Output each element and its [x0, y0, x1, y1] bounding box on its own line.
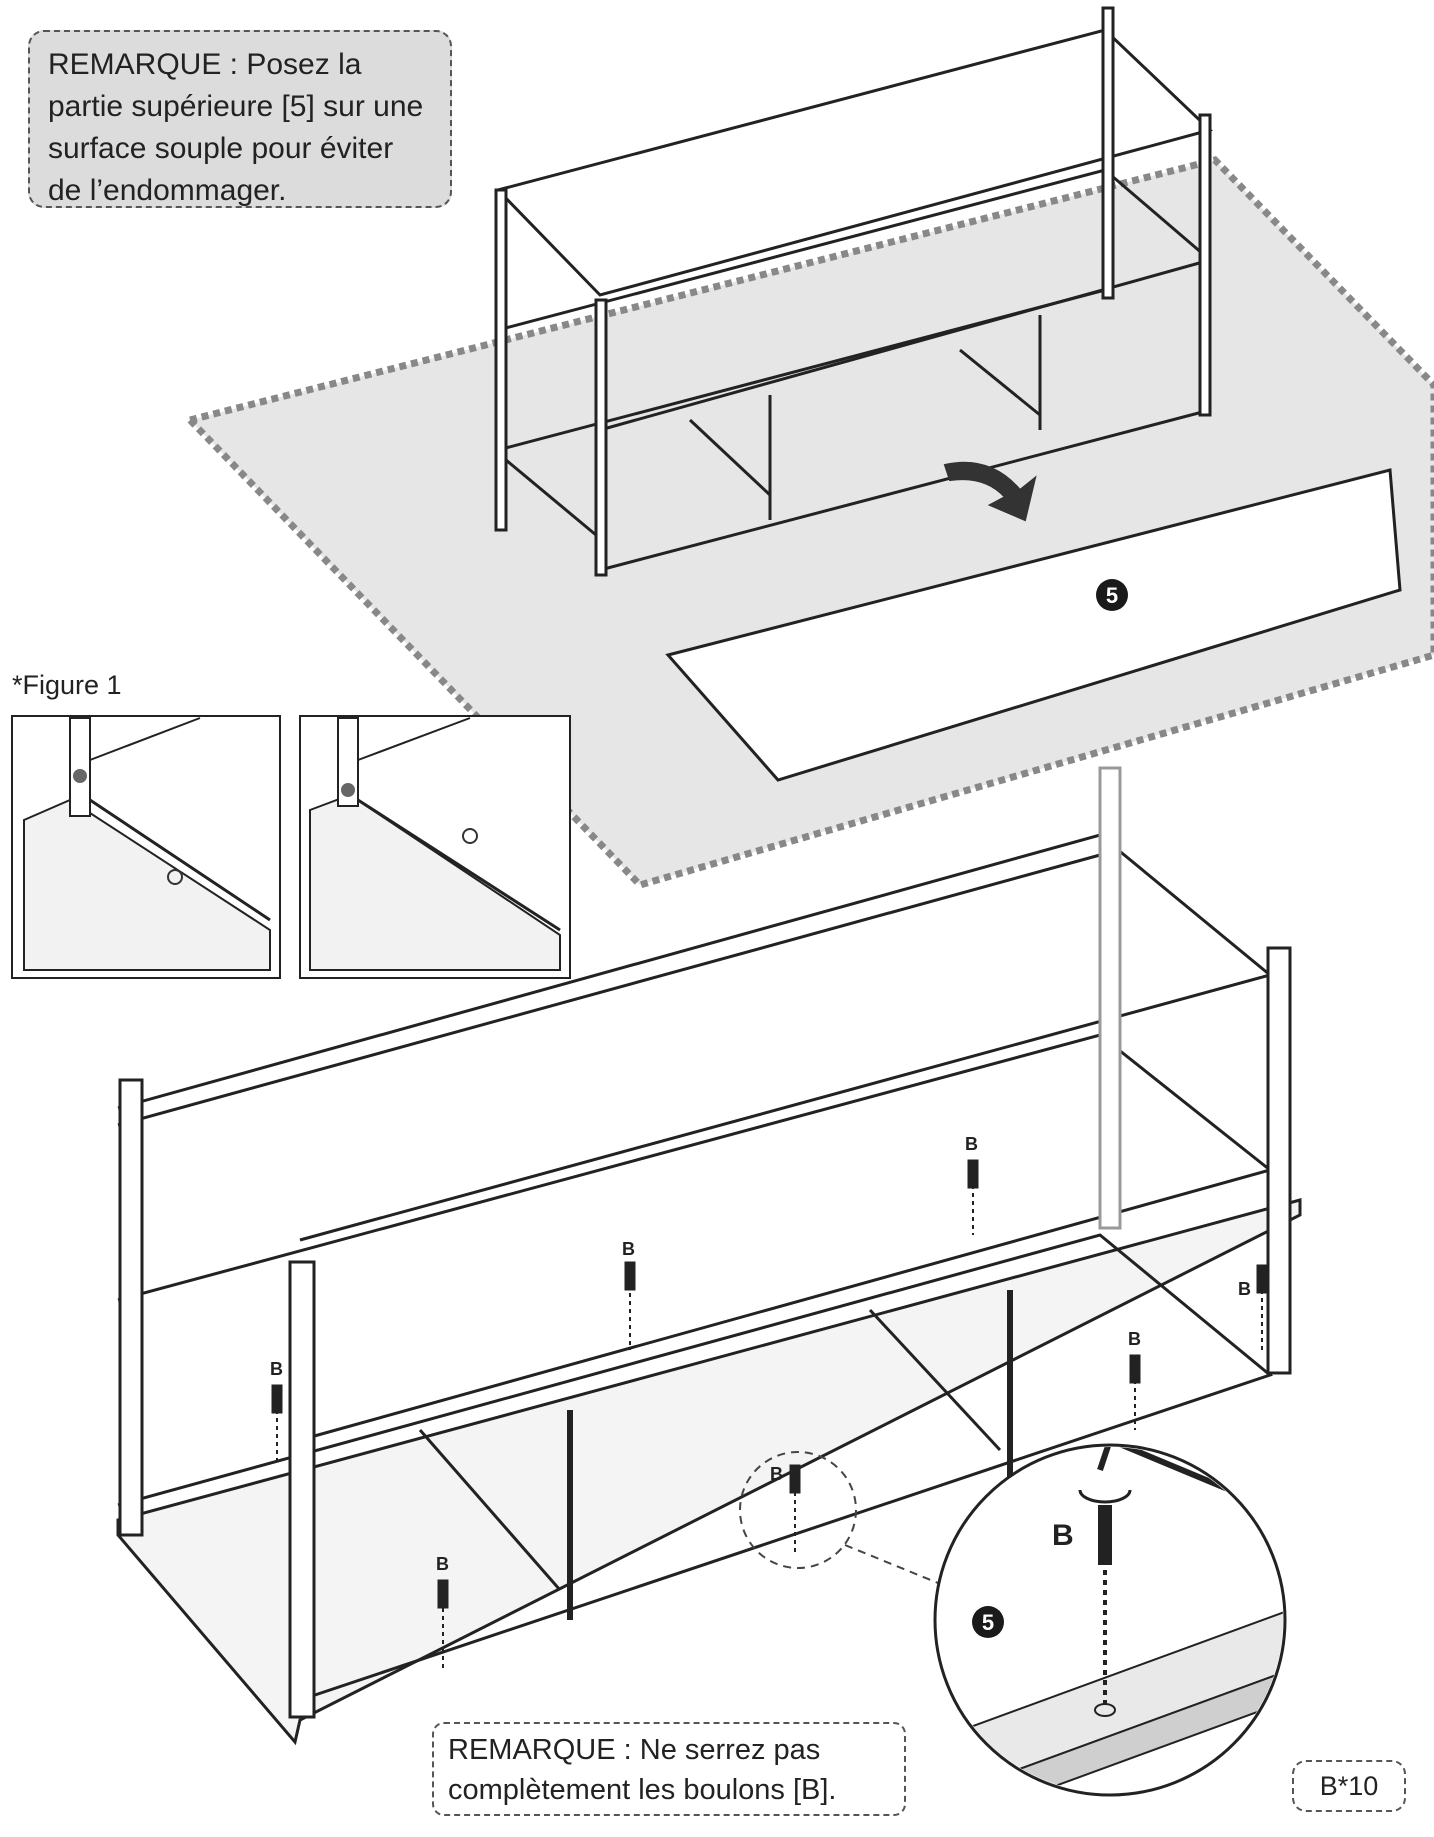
bolt-label: B	[270, 1359, 283, 1379]
part-number-badge	[1096, 579, 1128, 611]
upper-frame	[494, 6, 1213, 577]
note-bolts-label: REMARQUE :	[448, 1734, 632, 1766]
note-soft-surface: REMARQUE : Posez la partie supérieure [5…	[28, 30, 452, 208]
rotate-arrow-icon	[943, 461, 1037, 522]
callout-connector	[844, 1544, 956, 1591]
bolt-labels: B B B B B B B	[270, 1134, 1251, 1574]
figure-1-detail-left	[11, 715, 281, 979]
figure-label: *Figure 1	[12, 670, 122, 700]
part-number-text: 5	[1106, 583, 1118, 608]
bolt-label: B	[770, 1464, 783, 1484]
note-bolts-text: Ne serrez pas complètement les boulons […	[448, 1734, 837, 1806]
bolt-label: B	[1128, 1329, 1141, 1349]
magnified-bolt-label: B	[1052, 1519, 1074, 1552]
magnified-detail: 5 B	[933, 1443, 1287, 1797]
note-bolts: REMARQUE : Ne serrez pas complètement le…	[432, 1722, 906, 1816]
figure-1-detail-right	[299, 715, 571, 979]
top-panel-part	[665, 468, 1402, 782]
lower-frame	[116, 766, 1302, 1746]
bolts	[271, 1159, 1268, 1668]
callout-small-circle	[739, 1451, 857, 1569]
bolt-label: B	[1238, 1279, 1251, 1299]
bolt-count-badge: B*10	[1292, 1760, 1406, 1812]
bolt-label: B	[622, 1239, 635, 1259]
bolt-label: B	[965, 1134, 978, 1154]
bolt-label: B	[436, 1554, 449, 1574]
magnified-part-number: 5	[982, 1610, 994, 1635]
magnified-part-badge	[972, 1606, 1004, 1638]
